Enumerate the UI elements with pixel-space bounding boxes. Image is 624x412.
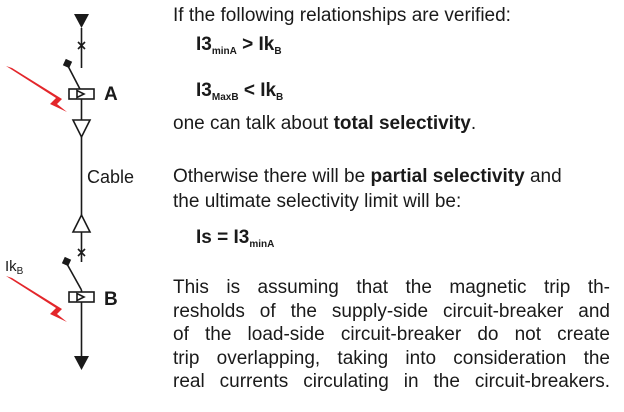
formula-1-main: I3	[196, 34, 212, 55]
formula-1-sub1: minA	[211, 46, 237, 57]
load-arrow-icon	[74, 356, 89, 370]
formula-1: I3minA > IkB	[196, 34, 282, 57]
total-pre: one can talk about	[173, 113, 334, 134]
breaker-b-label: B	[104, 289, 118, 310]
fault-current-label: IkB	[5, 258, 23, 277]
formula-2: I3MaxB < IkB	[196, 80, 283, 103]
other-pre: Otherwise there will be	[173, 166, 371, 187]
assumption-paragraph: This is assuming that the magnetic trip …	[173, 276, 610, 394]
formula-1-op: > Ik	[236, 34, 275, 55]
formula-2-sub2: B	[276, 92, 284, 103]
fault-current-sub: B	[16, 266, 24, 277]
disconnector-b-icon	[77, 248, 86, 257]
total-bold: total selectivity	[333, 113, 471, 134]
cable-label: Cable	[87, 167, 135, 187]
supply-arrow-icon	[74, 14, 89, 28]
assume-line-4: trip overlapping, taking into considerat…	[173, 347, 610, 369]
fault-b-lightning-icon	[6, 276, 67, 322]
terminal-a-icon	[71, 119, 92, 139]
formula-3-main: Is = I3	[196, 227, 250, 248]
partial-selectivity-line1: Otherwise there will be partial selectiv…	[173, 166, 562, 188]
single-line-diagram	[6, 14, 95, 370]
formula-2-op: < Ik	[238, 80, 277, 101]
assume-line-5: real currents circulating in the circuit…	[173, 371, 610, 392]
partial-selectivity-line2: the ultimate selectivity limit will be:	[173, 191, 462, 212]
contact-a-icon	[62, 58, 73, 69]
breaker-b-blade	[66, 263, 83, 291]
formula-2-sub1: MaxB	[211, 92, 239, 103]
breaker-a-blade	[67, 65, 83, 93]
formula-3: Is = I3minA	[196, 227, 274, 250]
contact-b-icon	[61, 256, 72, 267]
other-bold: partial selectivity	[370, 166, 525, 187]
total-post: .	[470, 113, 477, 134]
total-selectivity-text: one can talk about total selectivity.	[173, 113, 476, 135]
fault-a-lightning-icon	[6, 66, 67, 112]
formula-2-main: I3	[196, 80, 212, 101]
assume-line-1: This is assuming that the magnetic trip …	[173, 277, 610, 298]
formula-1-sub2: B	[274, 46, 282, 57]
intro-text: If the following relationships are verif…	[173, 5, 511, 26]
assume-line-3: of the load-side circuit-breaker do not …	[173, 324, 610, 345]
fault-current-main: Ik	[5, 258, 17, 275]
disconnector-a-icon	[77, 41, 86, 50]
release-a-icon	[68, 88, 95, 100]
release-b-icon	[68, 291, 95, 303]
terminal-b-icon	[71, 213, 92, 233]
other-post: and	[524, 166, 562, 187]
breaker-a-label: A	[104, 84, 118, 105]
formula-3-sub1: minA	[249, 239, 275, 250]
assume-line-2: resholds of the supply-side circuit-brea…	[173, 300, 610, 322]
